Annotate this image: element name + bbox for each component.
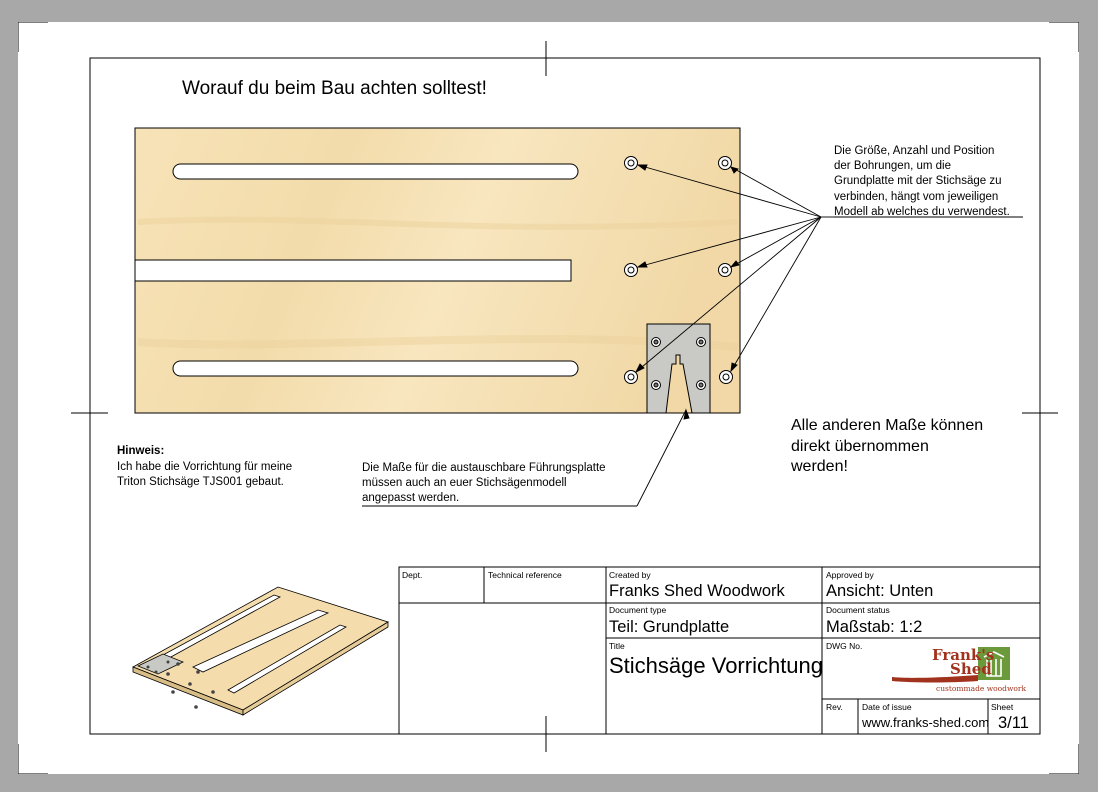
note-holes: Die Größe, Anzahl und Position der Bohru…: [834, 145, 1010, 218]
isometric-view: [132, 586, 389, 716]
slot-top: [172, 163, 579, 180]
date-value: www.franks-shed.com: [862, 715, 990, 730]
title-value: Stichsäge Vorrichtung: [609, 653, 824, 678]
note-plate: Die Maße für die austauschbare Führungsp…: [362, 462, 606, 505]
slot-bottom: [172, 360, 579, 377]
logo-tagline: custommade woodwork: [936, 684, 1027, 693]
franks-shed-logo: Frank's Shed custommade woodwork: [892, 646, 1026, 697]
date-label: Date of issue: [862, 702, 912, 712]
mounting-holes: [624, 156, 733, 384]
approved-label: Approved by: [826, 570, 874, 580]
leader-lines-holes: [634, 164, 1023, 374]
note-other-dimensions: Alle anderen Maße können direkt übernomm…: [791, 417, 984, 475]
sheet-value: 3/11: [998, 714, 1029, 732]
created-label: Created by: [609, 570, 651, 580]
base-plate: [134, 127, 741, 414]
logo-line1: Frank's: [932, 646, 995, 664]
doctype-label: Document type: [609, 605, 667, 615]
created-value: Franks Shed Woodwork: [609, 582, 785, 600]
approved-value: Ansicht: Unten: [826, 582, 934, 600]
doctype-value: Teil: Grundplatte: [609, 618, 730, 636]
docstatus-value: Maßstab: 1:2: [826, 618, 923, 636]
drawing-sheet: Worauf du beim Bau achten solltest! Die …: [18, 22, 1079, 774]
leader-line-plate: [362, 408, 690, 507]
title-block: [398, 566, 1041, 735]
sheet-label: Sheet: [991, 702, 1014, 712]
techref-label: Technical reference: [488, 570, 562, 580]
center-marks: [71, 41, 1058, 752]
dwg-label: DWG No.: [826, 641, 863, 651]
logo-line2: Shed: [950, 660, 992, 678]
slot-middle: [134, 259, 572, 282]
dept-label: Dept.: [402, 570, 423, 580]
guide-plate: [646, 323, 711, 414]
docstatus-label: Document status: [826, 605, 890, 615]
drawing-canvas: [18, 22, 1079, 774]
page-heading: Worauf du beim Bau achten solltest!: [182, 78, 487, 99]
title-label: Title: [609, 641, 625, 651]
hint-text: Ich habe die Vorrichtung für meine Trito…: [117, 461, 293, 488]
rev-label: Rev.: [826, 702, 843, 712]
hint-title: Hinweis:: [117, 445, 165, 457]
shed-door-icon: [983, 651, 1005, 677]
